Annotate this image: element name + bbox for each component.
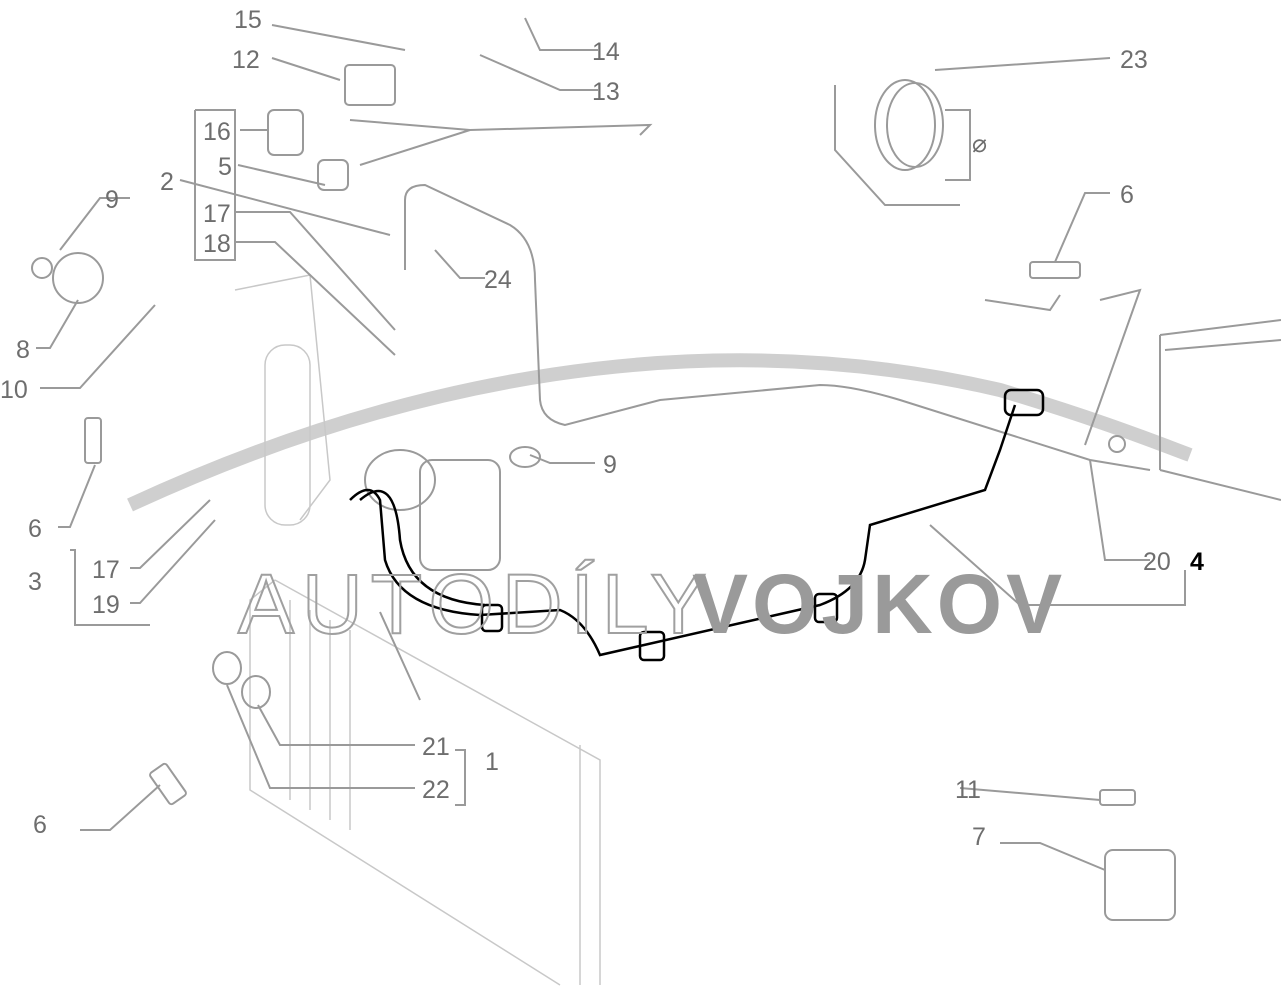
connector-12 [344, 64, 396, 106]
hose-sleeve [638, 630, 666, 662]
callout-1: 1 [485, 748, 499, 776]
callout-labels: 15 12 14 13 23 16 5 2 9 17 18 24 6 8 10 … [0, 6, 1204, 851]
seal-ring-23: ⌀ [834, 79, 987, 206]
relay-7 [1104, 849, 1176, 921]
callout-6: 6 [33, 811, 47, 839]
callout-6: 6 [28, 515, 42, 543]
hose-part-4-inner [359, 489, 486, 607]
pressure-switch-5 [317, 159, 349, 191]
washer-8 [52, 252, 104, 304]
callout-7: 7 [972, 823, 986, 851]
hose-fitting [1003, 388, 1045, 417]
o-ring-22 [212, 651, 242, 685]
bolt-6 [84, 417, 102, 464]
callout-9: 9 [105, 186, 119, 214]
bolt-6 [149, 762, 187, 806]
callout-11: 11 [955, 776, 981, 804]
callout-24: 24 [484, 266, 512, 294]
bolt-11 [1099, 789, 1136, 806]
hose-sleeve [813, 592, 839, 624]
callout-14: 14 [592, 38, 620, 66]
callout-10: 10 [0, 376, 28, 404]
nut-9 [509, 446, 541, 468]
callout-16: 16 [203, 118, 231, 146]
condenser [249, 579, 601, 986]
callout-17: 17 [92, 556, 120, 584]
callout-2: 2 [160, 168, 174, 196]
o-ring-21 [241, 675, 271, 709]
nut-9 [31, 257, 53, 279]
callout-9: 9 [603, 451, 617, 479]
hose-part-4 [349, 404, 1017, 657]
bolt-6 [1029, 261, 1081, 279]
callout-8: 8 [16, 336, 30, 364]
callout-5: 5 [218, 153, 232, 181]
watermark-vojkov: VOJKOV [692, 557, 1066, 651]
callout-20: 20 [1143, 548, 1171, 576]
compressor [364, 449, 501, 571]
callout-22: 22 [422, 776, 450, 804]
callout-17: 17 [203, 200, 231, 228]
hose-sleeve [480, 603, 504, 633]
pipe-upper [404, 183, 1151, 471]
o-ring-20 [1108, 435, 1126, 453]
callout-12: 12 [232, 46, 260, 74]
callout-13: 13 [592, 78, 620, 106]
callout-3: 3 [28, 568, 42, 596]
callout-23: 23 [1120, 46, 1148, 74]
callout-15: 15 [234, 6, 262, 34]
callout-6: 6 [1120, 181, 1134, 209]
cap-16 [267, 109, 304, 156]
watermark-swoosh [127, 353, 1193, 512]
callout-21: 21 [422, 733, 450, 761]
callout-18: 18 [203, 230, 231, 258]
callout-19: 19 [92, 591, 120, 619]
evaporator [1159, 319, 1281, 501]
leader-lines [36, 17, 1186, 871]
receiver-drier [234, 274, 331, 526]
watermark-autodily: AUTODÍLY [238, 557, 714, 651]
diameter-symbol: ⌀ [972, 130, 987, 158]
callout-4-highlighted: 4 [1190, 548, 1204, 576]
